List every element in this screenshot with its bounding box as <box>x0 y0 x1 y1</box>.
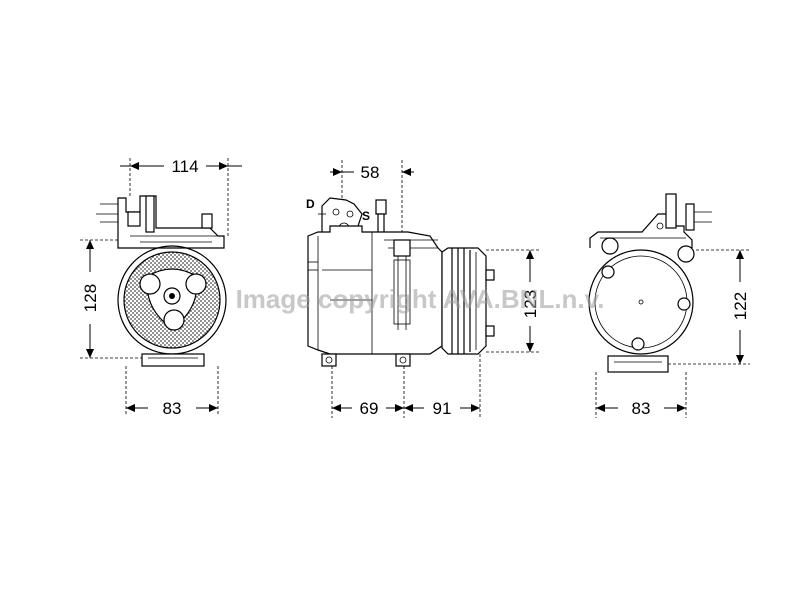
suction-port-label: S <box>362 209 370 223</box>
front-width-top-dim: 114 <box>171 157 198 176</box>
front-width-bottom-dim: 83 <box>163 399 182 418</box>
rear-height-dim: 122 <box>731 292 750 320</box>
front-view <box>80 158 242 416</box>
rear-view <box>588 193 750 418</box>
discharge-port-label: D <box>306 197 315 211</box>
rear-width-bottom-dim: 83 <box>632 399 651 418</box>
front-height-dim: 128 <box>81 284 100 312</box>
side-view: D S <box>306 160 540 418</box>
side-height-dim: 123 <box>521 290 540 318</box>
side-right-dim: 91 <box>433 399 452 418</box>
side-top-dim: 58 <box>361 163 380 182</box>
side-left-dim: 69 <box>360 399 379 418</box>
copyright-watermark: Image copyright AVA.BNL.n.v. <box>236 284 605 314</box>
